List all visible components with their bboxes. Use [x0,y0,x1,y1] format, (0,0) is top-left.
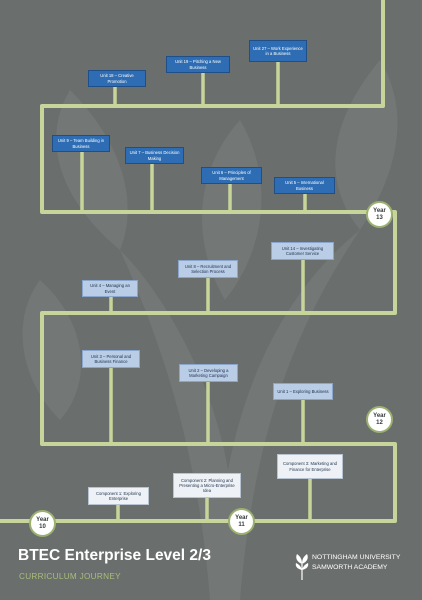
year-13-number: 13 [376,214,383,221]
school-name-line1: NOTTINGHAM UNIVERSITY [312,554,401,561]
year-12-label: Year [373,412,386,419]
year-11-number: 11 [238,521,245,528]
component-2-box: Component 2: Planning and Presenting a M… [173,473,241,498]
year-11-marker: Year 11 [228,508,255,535]
unit-5-box: Unit 5 – International Business [274,177,335,194]
year-10-label: Year [36,516,49,523]
page-subtitle: CURRICULUM JOURNEY [19,572,121,581]
journey-path [0,0,397,523]
page-title: BTEC Enterprise Level 2/3 [18,547,211,564]
unit-connectors [80,61,312,521]
unit-3-box: Unit 3 – Personal and Business Finance [82,350,140,368]
unit-9-box: Unit 9 – Team Building in Business [52,135,110,152]
unit-18-box: Unit 18 – Creative Promotion [88,70,146,87]
component-1-box: Component 1: Exploring Enterprise [88,487,149,505]
school-name-line2: SAMWORTH ACADEMY [312,564,388,571]
year-13-label: Year [373,207,386,214]
unit-4-box: Unit 4 – Managing an Event [82,280,138,297]
unit-14-box: Unit 14 – Investigating Customer Service [271,242,334,260]
year-10-number: 10 [39,523,46,530]
unit-8-box: Unit 8 – Recruitment and Selection Proce… [178,260,238,278]
year-11-label: Year [235,514,248,521]
school-logo: NOTTINGHAM UNIVERSITY SAMWORTH ACADEMY [294,552,404,582]
unit-27-box: Unit 27 – Work Experience in a Business [249,40,307,62]
component-3-box: Component 3: Marketing and Finance for E… [277,454,343,479]
unit-1-box: Unit 1 – Exploring Business [273,383,333,400]
year-12-number: 12 [376,419,383,426]
unit-7-box: Unit 7 – Business Decision Making [125,147,184,164]
year-12-marker: Year 12 [366,406,393,433]
unit-2-box: Unit 2 – Developing a Marketing Campaign [179,364,238,382]
year-10-marker: Year 10 [29,510,56,537]
unit-6-box: Unit 6 – Principles of Management [201,167,262,184]
tree-logo-icon [295,554,309,580]
unit-19-box: Unit 19 – Pitching a New Business [166,56,230,73]
year-13-marker: Year 13 [366,201,393,228]
